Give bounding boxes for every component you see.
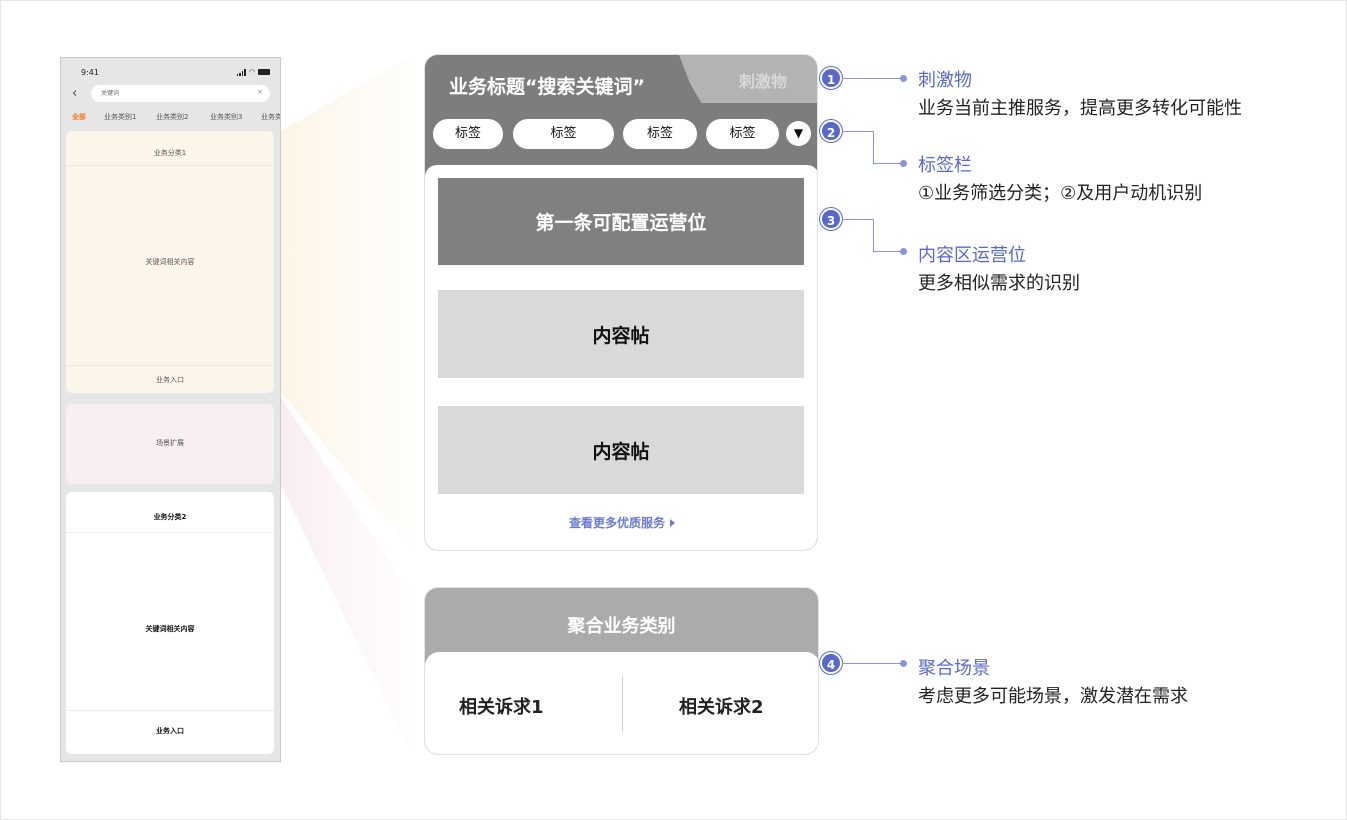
- see-more-label: 查看更多优质服务: [568, 516, 665, 530]
- tag-chip[interactable]: 标签: [513, 119, 614, 149]
- section-title: 业务分类1: [153, 149, 187, 157]
- annotation-badge-3: 3: [820, 208, 842, 230]
- phone-mockup: 9:41 ◠ ‹ 关键词 × 全部 业务类别1 业务类别2 业务类别3 业务类 …: [60, 57, 281, 762]
- section-title: 业务分类2: [153, 513, 187, 521]
- connector-dot: [900, 660, 907, 667]
- tab-category-4[interactable]: 业务类: [261, 113, 281, 121]
- tag-chip[interactable]: 标签: [433, 119, 503, 149]
- tag-chip[interactable]: 标签: [706, 119, 779, 149]
- tab-category-1[interactable]: 业务类别1: [104, 113, 137, 121]
- connector-line: [842, 219, 874, 252]
- tab-category-2[interactable]: 业务类别2: [156, 113, 189, 121]
- status-time: 9:41: [81, 68, 99, 77]
- business-entry-link[interactable]: 业务入口: [156, 727, 184, 735]
- expand-tags-icon[interactable]: ▼: [786, 121, 811, 146]
- business-detail-card: 刺激物 业务标题“搜索关键词” 标签 标签 标签 标签 ▼ 第一条可配置运营位 …: [424, 54, 818, 551]
- operation-slot[interactable]: 第一条可配置运营位: [438, 178, 804, 265]
- connector-dot: [900, 248, 907, 255]
- section-content: 关键词相关内容: [145, 625, 195, 633]
- annotation-desc-2: ①业务筛选分类；②及用户动机识别: [918, 183, 1203, 204]
- needs-area: 相关诉求1 相关诉求2: [425, 652, 818, 754]
- connector-line: [842, 131, 874, 164]
- connector-line: [842, 663, 904, 664]
- connector-line: [873, 251, 904, 252]
- signal-icon: [236, 68, 246, 76]
- status-bar: 9:41 ◠: [61, 66, 280, 80]
- connector-line: [842, 78, 904, 79]
- tab-category-3[interactable]: 业务类别3: [210, 113, 243, 121]
- annotation-badge-1: 1: [820, 67, 842, 89]
- related-need-1[interactable]: 相关诉求1: [459, 697, 544, 718]
- aggregated-category-title: 聚合业务类别: [567, 616, 676, 637]
- divider: [622, 676, 623, 732]
- annotation-desc-1: 业务当前主推服务，提高更多转化可能性: [918, 98, 1242, 119]
- play-arrow-icon: [670, 519, 675, 527]
- business-entry-link[interactable]: 业务入口: [156, 376, 184, 384]
- back-arrow-icon[interactable]: ‹: [72, 86, 78, 101]
- related-need-2[interactable]: 相关诉求2: [679, 697, 764, 718]
- connector-dot: [900, 75, 907, 82]
- annotation-title-1: 刺激物: [918, 70, 972, 91]
- annotation-badge-4: 4: [820, 652, 842, 674]
- annotation-title-4: 聚合场景: [918, 658, 990, 679]
- tag-chip[interactable]: 标签: [623, 119, 697, 149]
- content-post[interactable]: 内容帖: [438, 290, 804, 378]
- annotation-desc-4: 考虑更多可能场景，激发潜在需求: [918, 686, 1188, 707]
- business-section-2: 业务分类2 关键词相关内容 业务入口: [66, 492, 274, 754]
- annotation-title-2: 标签栏: [918, 155, 972, 176]
- battery-icon: [258, 69, 270, 75]
- search-text: 关键词: [101, 90, 120, 97]
- divider: [66, 710, 274, 711]
- divider: [66, 365, 274, 366]
- annotation-badge-2: 2: [820, 120, 842, 142]
- annotation-desc-3: 更多相似需求的识别: [918, 273, 1080, 294]
- aggregated-category-card: 聚合业务类别 相关诉求1 相关诉求2: [424, 587, 819, 755]
- clear-icon[interactable]: ×: [257, 88, 263, 96]
- stimulus-tab-label: 刺激物: [739, 72, 788, 91]
- see-more-link[interactable]: 查看更多优质服务: [425, 514, 817, 531]
- category-tabs: 全部 业务类别1 业务类别2 业务类别3 业务类: [61, 112, 280, 124]
- annotation-title-3: 内容区运营位: [918, 245, 1026, 266]
- divider: [66, 532, 274, 533]
- tab-all[interactable]: 全部: [72, 113, 86, 121]
- wifi-icon: ◠: [248, 68, 255, 76]
- scenario-expansion-label: 场景扩展: [156, 439, 184, 447]
- business-section-1: 业务分类1 关键词相关内容 业务入口: [66, 131, 274, 393]
- business-title: 业务标题“搜索关键词”: [449, 76, 645, 98]
- connector-dot: [900, 160, 907, 167]
- stimulus-tab[interactable]: [679, 55, 817, 103]
- search-input[interactable]: 关键词 ×: [91, 85, 270, 102]
- content-area: 第一条可配置运营位 内容帖 内容帖 查看更多优质服务: [425, 165, 817, 550]
- divider: [66, 165, 274, 166]
- scenario-expansion-card[interactable]: 场景扩展: [66, 404, 274, 484]
- content-post[interactable]: 内容帖: [438, 406, 804, 494]
- section-content: 关键词相关内容: [145, 258, 195, 266]
- status-icons: ◠: [236, 68, 270, 76]
- connector-line: [873, 163, 904, 164]
